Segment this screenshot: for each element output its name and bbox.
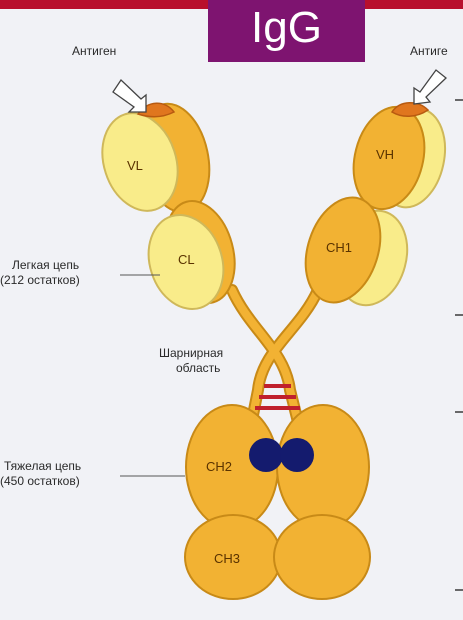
light-chain-label-line2: (212 остатков) bbox=[0, 273, 80, 287]
heavy-chain-label-line2: (450 остатков) bbox=[0, 474, 80, 488]
ch3-domain-right bbox=[274, 515, 370, 599]
heavy-chain-label-line1: Тяжелая цепь bbox=[4, 459, 81, 473]
ch3-label: CH3 bbox=[214, 551, 240, 566]
ch1-label: CH1 bbox=[326, 240, 352, 255]
vl-label: VL bbox=[127, 158, 143, 173]
cl-label: CL bbox=[178, 252, 195, 267]
fc-region bbox=[185, 405, 370, 599]
antigen-arrow-right-icon bbox=[414, 70, 446, 104]
hinge-label-line2: область bbox=[176, 361, 220, 375]
antigen-label-right: Антиге bbox=[410, 44, 448, 58]
antigen-arrow-left-icon bbox=[113, 80, 146, 112]
vh-label: VH bbox=[376, 147, 394, 162]
hinge-label-line1: Шарнирная bbox=[159, 346, 223, 360]
light-chain-label-line1: Легкая цепь bbox=[12, 258, 79, 272]
edge-ticks bbox=[455, 100, 463, 590]
antigen-label-left: Антиген bbox=[72, 44, 116, 58]
ch2-label: CH2 bbox=[206, 459, 232, 474]
